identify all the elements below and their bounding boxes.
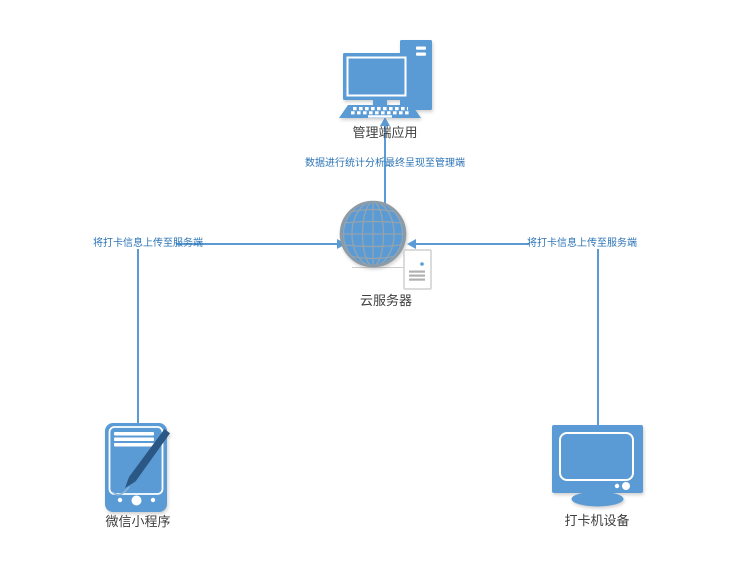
node-label-management-app: 管理端应用 [352,125,418,140]
node-wechat-miniprogram[interactable] [102,420,174,515]
node-cloud-server[interactable] [335,196,435,292]
node-management-app[interactable] [337,36,433,120]
edge-wechat-to-cloud-vline [137,249,139,423]
edge-label-punch-to-cloud: 将打卡信息上传至服务端 [527,238,637,249]
edge-label-cloud-to-management: 数据进行统计分析最终呈现至管理端 [305,158,465,169]
globe-document-connector-line [352,267,405,269]
node-label-punch-machine: 打卡机设备 [564,513,630,528]
monitor-icon [552,425,643,507]
node-label-wechat-miniprogram: 微信小程序 [105,514,171,529]
node-punch-machine[interactable] [550,423,646,509]
server-document-icon [403,249,432,290]
edge-cloud-to-management-line [384,125,386,206]
edge-punch-to-cloud-arrowhead [407,239,416,249]
tablet-pen-icon [105,423,170,512]
globe-server-icon [339,200,407,268]
edge-wechat-to-cloud-hline [176,243,338,245]
edge-punch-to-cloud-hline [416,243,529,245]
edge-punch-to-cloud-vline [597,249,599,425]
edge-label-wechat-to-cloud: 将打卡信息上传至服务端 [93,238,203,249]
node-label-cloud-server: 云服务器 [359,293,412,308]
edge-cloud-to-management-arrowhead [380,117,390,126]
desktop-computer-icon [339,40,432,118]
